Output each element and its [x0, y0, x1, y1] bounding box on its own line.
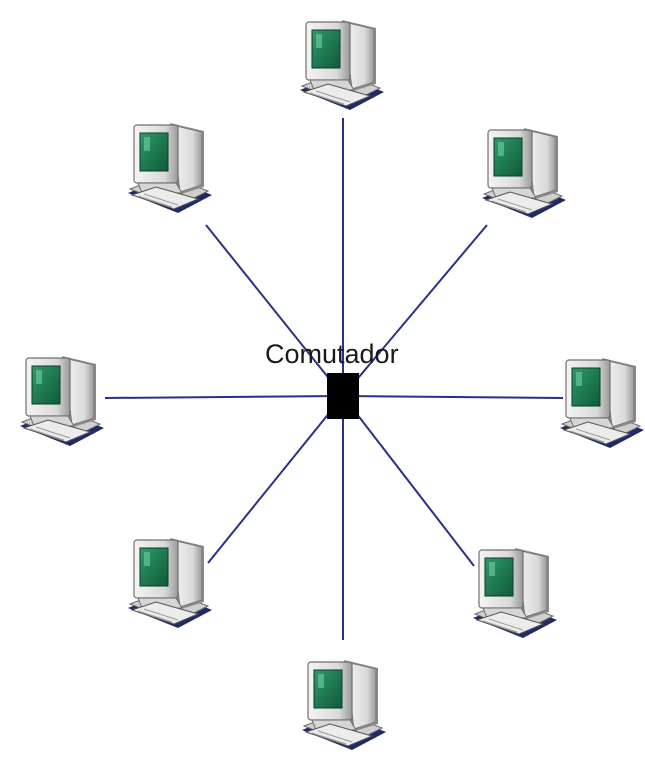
computer-bottom-icon: [301, 659, 387, 751]
link-computer-left: [104, 395, 344, 399]
link-computer-bottom-left: [207, 395, 344, 564]
link-computer-right: [342, 395, 564, 399]
computer-bottom-right-icon: [472, 547, 558, 639]
computer-top-right-icon: [481, 127, 567, 219]
switch-label: Comutador: [265, 339, 399, 369]
computer-bottom-left-icon: [127, 537, 213, 629]
computer-left-icon: [19, 355, 105, 447]
switch-hub: [327, 373, 359, 419]
computer-right-icon: [559, 357, 645, 449]
link-computer-bottom-right: [342, 395, 475, 567]
computer-top-left-icon: [127, 122, 213, 214]
network-links: [104, 118, 564, 640]
link-computer-top-right: [342, 224, 488, 397]
computer-top-icon: [299, 19, 385, 111]
link-computer-top-left: [205, 224, 344, 397]
